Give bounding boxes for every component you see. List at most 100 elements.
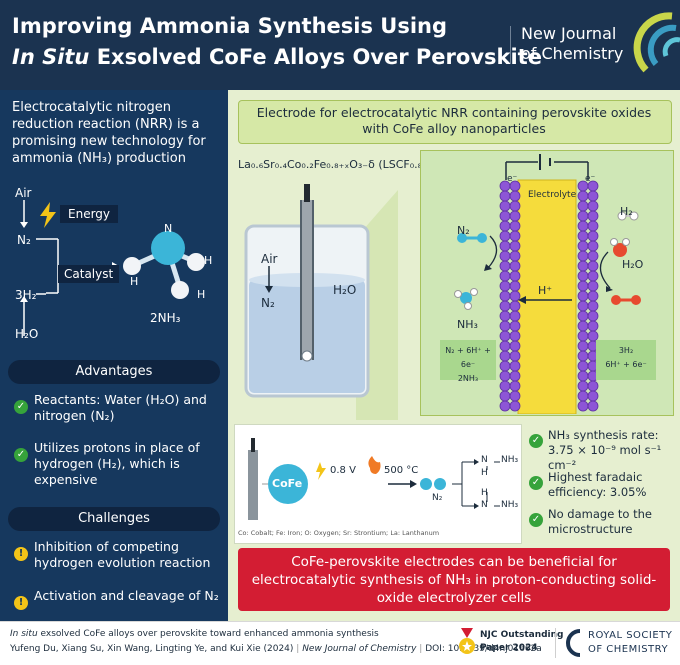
nanoparticle: [577, 290, 589, 302]
nanoparticle: [587, 390, 599, 402]
conclusion-text: CoFe-perovskite electrodes can be benefi…: [251, 554, 657, 606]
atom-h-label-2: H: [204, 254, 213, 267]
nanoparticle: [587, 230, 599, 242]
nanoparticle: [577, 340, 589, 352]
nanoparticle: [499, 200, 511, 212]
nanoparticle: [577, 260, 589, 272]
advantages-header: Advantages: [8, 360, 220, 384]
citation-title: In situ exsolved CoFe alloys over perovs…: [10, 629, 379, 639]
cell-n2-label: N₂: [457, 224, 470, 237]
nanoparticle: [509, 350, 521, 362]
nanoparticle: [499, 190, 511, 202]
nanoparticle: [577, 210, 589, 222]
citation-doi[interactable]: DOI: 10.1039/d4nj01662a: [425, 644, 542, 654]
process-temperature: 500 °C: [384, 465, 419, 476]
flow-h2o-label: H₂O: [15, 327, 39, 341]
nanoparticle: [577, 320, 589, 332]
check-icon: ✓: [14, 442, 28, 462]
nanoparticle: [509, 370, 521, 382]
nanoparticle: [499, 250, 511, 262]
nanoparticle: [499, 330, 511, 342]
nanoparticle: [499, 300, 511, 312]
nanoparticle: [587, 200, 599, 212]
title-rest: Exsolved CoFe Alloys Over Perovskite: [89, 45, 542, 69]
electrolysis-cell-diagram: [454, 154, 641, 414]
nanoparticle: [499, 310, 511, 322]
nanoparticle: [587, 380, 599, 392]
nanoparticle: [577, 400, 589, 412]
lightning-icon: [40, 202, 56, 228]
cell-electrolyte-label: Electrolyte: [528, 190, 577, 200]
rsc-logo-icon: [566, 629, 581, 657]
nanoparticle: [499, 400, 511, 412]
conclusion-banner: [238, 548, 670, 611]
nanoparticle: [577, 370, 589, 382]
citation-italic: In situ: [10, 629, 38, 639]
nanoparticle: [587, 300, 599, 312]
title-italic: In Situ: [12, 45, 90, 69]
award-line1: NJC Outstanding: [480, 630, 564, 640]
cell-nh3-label: NH₃: [457, 318, 478, 331]
nanoparticle: [577, 280, 589, 292]
header-bar: [0, 0, 680, 90]
cofe-label: CoFe: [272, 477, 303, 490]
cathode-equation-box: N₂ + 6H⁺ + 6e⁻ 2NH₃: [440, 340, 496, 383]
nanoparticle: [509, 280, 521, 292]
beaker-h2o-label: H₂O: [333, 283, 357, 297]
page-title-line1: Improving Ammonia Synthesis Using: [12, 14, 448, 38]
citation-rest: exsolved CoFe alloys over perovskite tow…: [37, 629, 379, 639]
nanoparticle: [499, 280, 511, 292]
exclamation-icon: !: [14, 541, 28, 561]
atom-n-label: N: [164, 222, 173, 235]
process-n-label-2: N: [481, 500, 488, 510]
nanoparticle: [509, 300, 521, 312]
rsc-line1: ROYAL SOCIETY: [588, 630, 673, 641]
nanoparticle: [509, 340, 521, 352]
challenge-item-1: Inhibition of competing hydrogen evoluti…: [34, 539, 211, 570]
perovskite-formula: La₀.₆Sr₀.₄Co₀.₂Fe₀.₈₊ₓO₃₋δ (LSCF₀.₈₊ₓ): [238, 158, 438, 171]
nanoparticle: [587, 270, 599, 282]
process-voltage: 0.8 V: [330, 465, 356, 476]
nanoparticle: [509, 390, 521, 402]
nanoparticle: [499, 350, 511, 362]
nanoparticle: [509, 210, 521, 222]
result-item-2: Highest faradaic efficiency: 3.05%: [548, 470, 647, 499]
nanoparticle: [499, 220, 511, 232]
footer-divider: [555, 628, 556, 658]
nanoparticle: [587, 400, 599, 412]
intro-text: Electrocatalytic nitrogen reduction reac…: [12, 100, 206, 166]
award-medal-icon: [459, 628, 475, 654]
nanoparticle: [577, 350, 589, 362]
nanoparticle: [499, 290, 511, 302]
beaker-illustration: [244, 184, 398, 420]
nanoparticle: [577, 220, 589, 232]
citation-details: Yufeng Du, Xiang Su, Xin Wang, Lingting …: [10, 644, 542, 654]
cathode-eq-bottom: 2NH₃: [457, 374, 479, 383]
flow-air-label: Air: [15, 186, 32, 200]
flow-catalyst-label: Catalyst: [58, 265, 120, 283]
nanoparticle: [577, 240, 589, 252]
journal-logo-icon: [633, 12, 680, 73]
nanoparticle: [499, 360, 511, 372]
nanoparticle: [587, 280, 599, 292]
rsc-line2: OF CHEMISTRY: [588, 644, 669, 655]
nanoparticle: [499, 260, 511, 272]
nanoparticle: [509, 250, 521, 262]
nanoparticle: [499, 240, 511, 252]
atom-h-label-1: H: [130, 275, 139, 288]
nanoparticle: [499, 370, 511, 382]
nanoparticle: [577, 200, 589, 212]
nanoparticle: [509, 270, 521, 282]
flow-arrows: [20, 200, 46, 336]
result-item-3: No damage to the microstructure: [548, 507, 652, 536]
nanoparticle: [587, 260, 599, 272]
nanoparticle: [499, 210, 511, 222]
nanoparticle: [577, 230, 589, 242]
nanoparticle: [587, 210, 599, 222]
nanoparticle: [509, 310, 521, 322]
check-icon: ✓: [14, 394, 28, 414]
nanoparticle: [577, 330, 589, 342]
exclamation-icon: !: [14, 590, 28, 610]
nanoparticle: [577, 390, 589, 402]
nanoparticle: [499, 270, 511, 282]
